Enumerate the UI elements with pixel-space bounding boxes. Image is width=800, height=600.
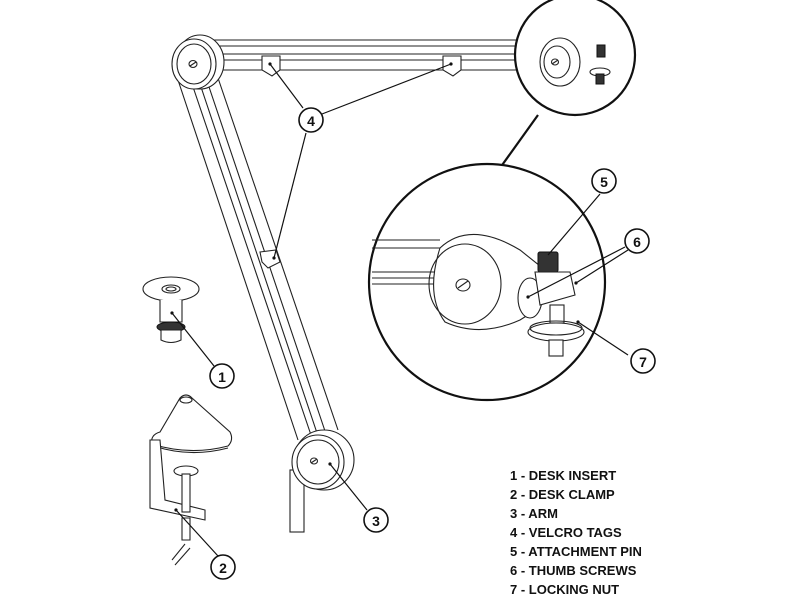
parts-legend: 1 - DESK INSERT 2 - DESK CLAMP 3 - ARM 4… [510,466,642,599]
legend-item-attachment-pin: 5 - ATTACHMENT PIN [510,544,642,559]
callout-7-number: 7 [639,354,647,370]
legend-item-desk-clamp: 2 - DESK CLAMP [510,487,615,502]
desk-clamp [149,394,233,566]
legend-item-desk-insert: 1 - DESK INSERT [510,468,617,483]
callout-5-number: 5 [600,174,608,190]
velcro-tag-2 [442,55,462,77]
callout-6-number: 6 [633,234,641,250]
small-detail-circle [513,0,637,117]
legend-item-locking-nut: 7 - LOCKING NUT [510,582,620,597]
callout-1: 1 [209,363,235,389]
large-detail-circle [367,162,607,402]
velcro-tag-3 [259,249,281,269]
diagonal-arm [177,77,339,441]
callout-3: 3 [363,507,389,533]
desk-insert [142,276,200,344]
callout-3-number: 3 [372,513,380,529]
callout-4: 4 [298,107,324,133]
detail-connector [499,114,539,169]
callout-7: 7 [630,348,656,374]
callout-6: 6 [624,228,650,254]
upper-arm [200,39,560,71]
legend-item-arm: 3 - ARM [510,506,558,521]
top-left-pivot [171,34,225,90]
callout-1-number: 1 [218,369,226,385]
callout-5: 5 [591,168,617,194]
callout-2-number: 2 [219,560,227,576]
callout-4-number: 4 [307,113,315,129]
callout-2: 2 [210,554,236,580]
legend-item-thumb-screws: 6 - THUMB SCREWS [510,563,637,578]
leader-lines [171,63,629,557]
legend-item-velcro-tags: 4 - VELCRO TAGS [510,525,622,540]
